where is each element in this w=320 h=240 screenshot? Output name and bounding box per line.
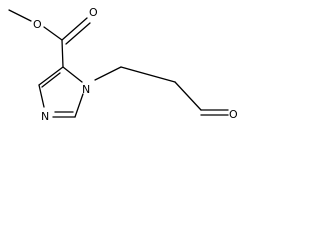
- bond-carbonyl-c5: [61, 39, 64, 68]
- bond-methyl-o: [8, 9, 32, 22]
- bond-ch2-cho: [174, 81, 202, 111]
- atom-ester-oxygen: O: [33, 18, 42, 31]
- molecule-canvas: O O N N O: [0, 0, 244, 138]
- bond-carbonyl-double-b: [65, 22, 91, 45]
- atom-aldehyde-oxygen: O: [229, 108, 238, 121]
- atom-ring-n3: N: [41, 110, 49, 123]
- bond-c2-n1: [74, 93, 84, 118]
- bond-c5-c4-double-b: [41, 72, 61, 88]
- atom-ring-n1: N: [82, 83, 90, 96]
- structure-diagram: O O N N O: [8, 6, 238, 123]
- bond-n1-c5: [62, 66, 83, 83]
- bond-ch2-ch2: [120, 66, 176, 83]
- atom-carbonyl-oxygen: O: [89, 6, 98, 19]
- bond-c5-c4-double-a: [38, 66, 64, 86]
- bond-c4-n3: [38, 84, 45, 108]
- bond-n1-ch2: [94, 66, 122, 81]
- bond-o-carbonyl-c: [43, 26, 63, 41]
- bond-carbonyl-double-a: [61, 17, 88, 41]
